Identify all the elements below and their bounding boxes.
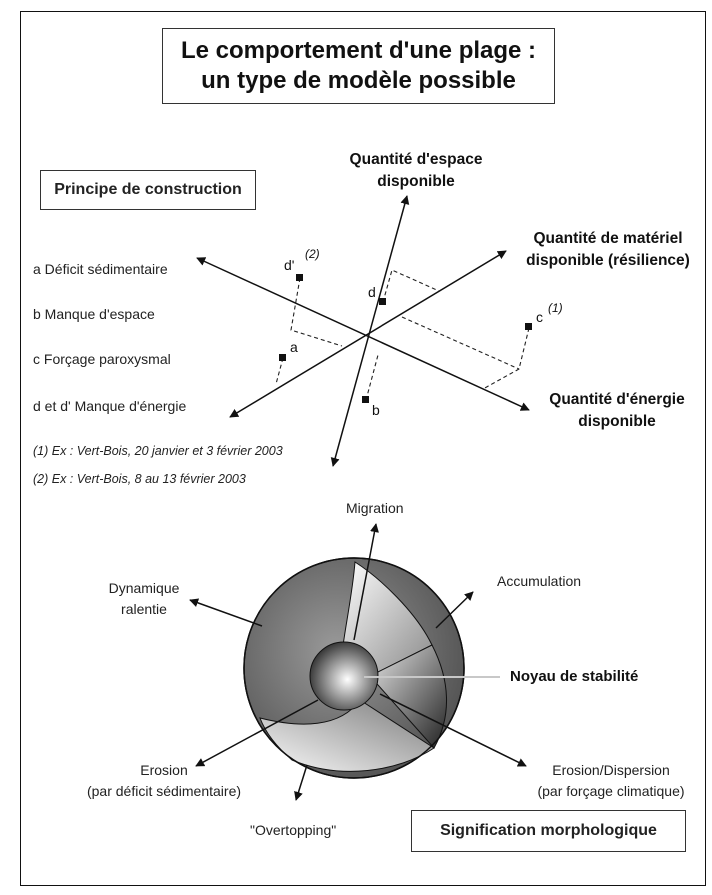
point-a — [279, 354, 286, 361]
dynamique-arrow — [189, 598, 263, 627]
note-1: (1) Ex : Vert-Bois, 20 janvier et 3 févr… — [33, 444, 283, 458]
migration-label: Migration — [346, 500, 404, 516]
principle-box: Principe de construction — [40, 170, 256, 210]
dynamique-label: Dynamique ralentie — [108, 580, 180, 617]
meaning-box: Signification morphologique — [411, 810, 686, 852]
energy-axis-label: Quantité d'énergie disponible — [549, 391, 685, 430]
point-d — [379, 298, 386, 305]
point-b — [362, 396, 369, 403]
point-a-label: a — [290, 339, 298, 355]
migration-arrow — [353, 523, 379, 641]
morphology-sphere — [243, 557, 465, 779]
point-c-label: c — [536, 309, 543, 325]
title-line-1: Le comportement d'une plage : — [180, 37, 537, 64]
noyau-label: Noyau de stabilité — [510, 668, 639, 685]
accumulation-label: Accumulation — [497, 573, 582, 589]
point-d-prime-label: d' — [284, 257, 294, 273]
projection-lines — [275, 269, 530, 401]
space-axis-label: Quantité d'espace disponible — [349, 151, 483, 190]
material-axis-label: Quantité de matériel disponible (résilie… — [526, 230, 690, 269]
point-c-note: (1) — [548, 301, 563, 315]
overtopping-label: "Overtopping" — [250, 822, 337, 838]
dispersion-label: Erosion/Dispersion (par forçage climatiq… — [537, 762, 685, 799]
point-d-label: d — [368, 284, 376, 300]
overtopping-arrow — [294, 764, 308, 801]
legend-c: c Forçage paroxysmal — [33, 351, 171, 367]
space-axis-line — [330, 195, 410, 467]
point-b-label: b — [372, 402, 380, 418]
point-c — [525, 323, 532, 330]
erosion-arrow — [195, 699, 319, 767]
accumulation-arrow — [435, 591, 474, 629]
title-box: Le comportement d'une plage : un type de… — [162, 28, 555, 104]
energy-axis-line — [196, 257, 530, 411]
note-2: (2) Ex : Vert-Bois, 8 au 13 février 2003 — [33, 472, 246, 486]
legend-b: b Manque d'espace — [33, 306, 155, 322]
point-d-prime-note: (2) — [305, 247, 320, 261]
title-line-2: un type de modèle possible — [201, 67, 516, 94]
legend-a: a Déficit sédimentaire — [33, 261, 168, 277]
point-d-prime — [296, 274, 303, 281]
dispersion-arrow — [379, 693, 527, 767]
erosion-label: Erosion (par déficit sédimentaire) — [86, 762, 242, 799]
figure-frame — [20, 11, 706, 886]
legend-d: d et d' Manque d'énergie — [33, 398, 187, 414]
